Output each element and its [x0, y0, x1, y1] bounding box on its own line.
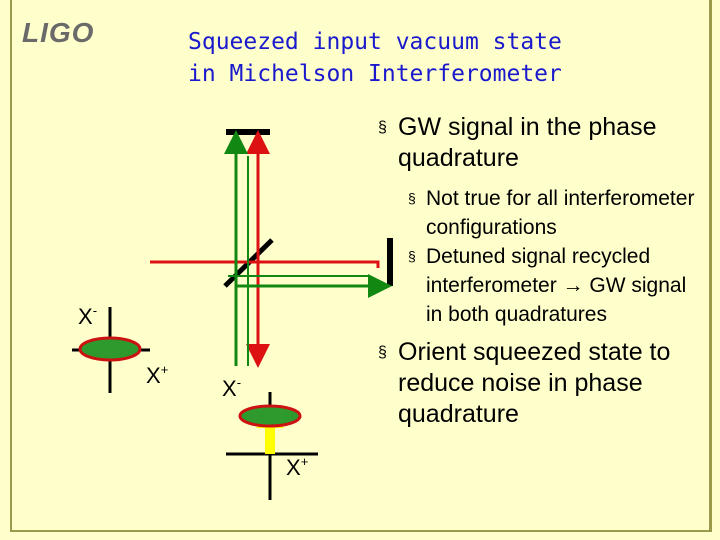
sub-bullet-detuned: § Detuned signal recycled interferometer…: [378, 242, 708, 329]
left-x-plus-label: X+: [146, 362, 168, 388]
title-line-2: in Michelson Interferometer: [188, 61, 562, 87]
bullet-gw-signal: § GW signal in the phase quadrature: [378, 113, 657, 172]
title-line-1: Squeezed input vacuum state: [188, 29, 562, 55]
sub-bullet-not-true: § Not true for all interferometer config…: [378, 184, 708, 242]
left-x-minus-label: X-: [78, 303, 97, 329]
bullet-list: § GW signal in the phase quadrature § No…: [378, 112, 708, 430]
yellow-arrow-shaft: [265, 426, 275, 454]
bottom-x-minus-label: X-: [222, 375, 241, 401]
bullet-marker: §: [378, 344, 387, 361]
bullet-marker: §: [378, 119, 387, 136]
left-squeezed-ellipse: [78, 336, 142, 362]
bottom-x-plus-label: X+: [286, 454, 308, 480]
slide-title: Squeezed input vacuum state in Michelson…: [188, 26, 562, 90]
red-beam-horizontal: [150, 260, 380, 268]
bottom-squeezed-ellipse: [238, 404, 302, 428]
ligo-logo: LIGO: [22, 17, 95, 48]
bullet-orient-squeezed: § Orient squeezed state to reduce noise …: [378, 338, 671, 428]
bullet-marker: §: [408, 190, 416, 206]
slide-frame: [10, 0, 712, 532]
bullet-marker: §: [408, 248, 416, 264]
